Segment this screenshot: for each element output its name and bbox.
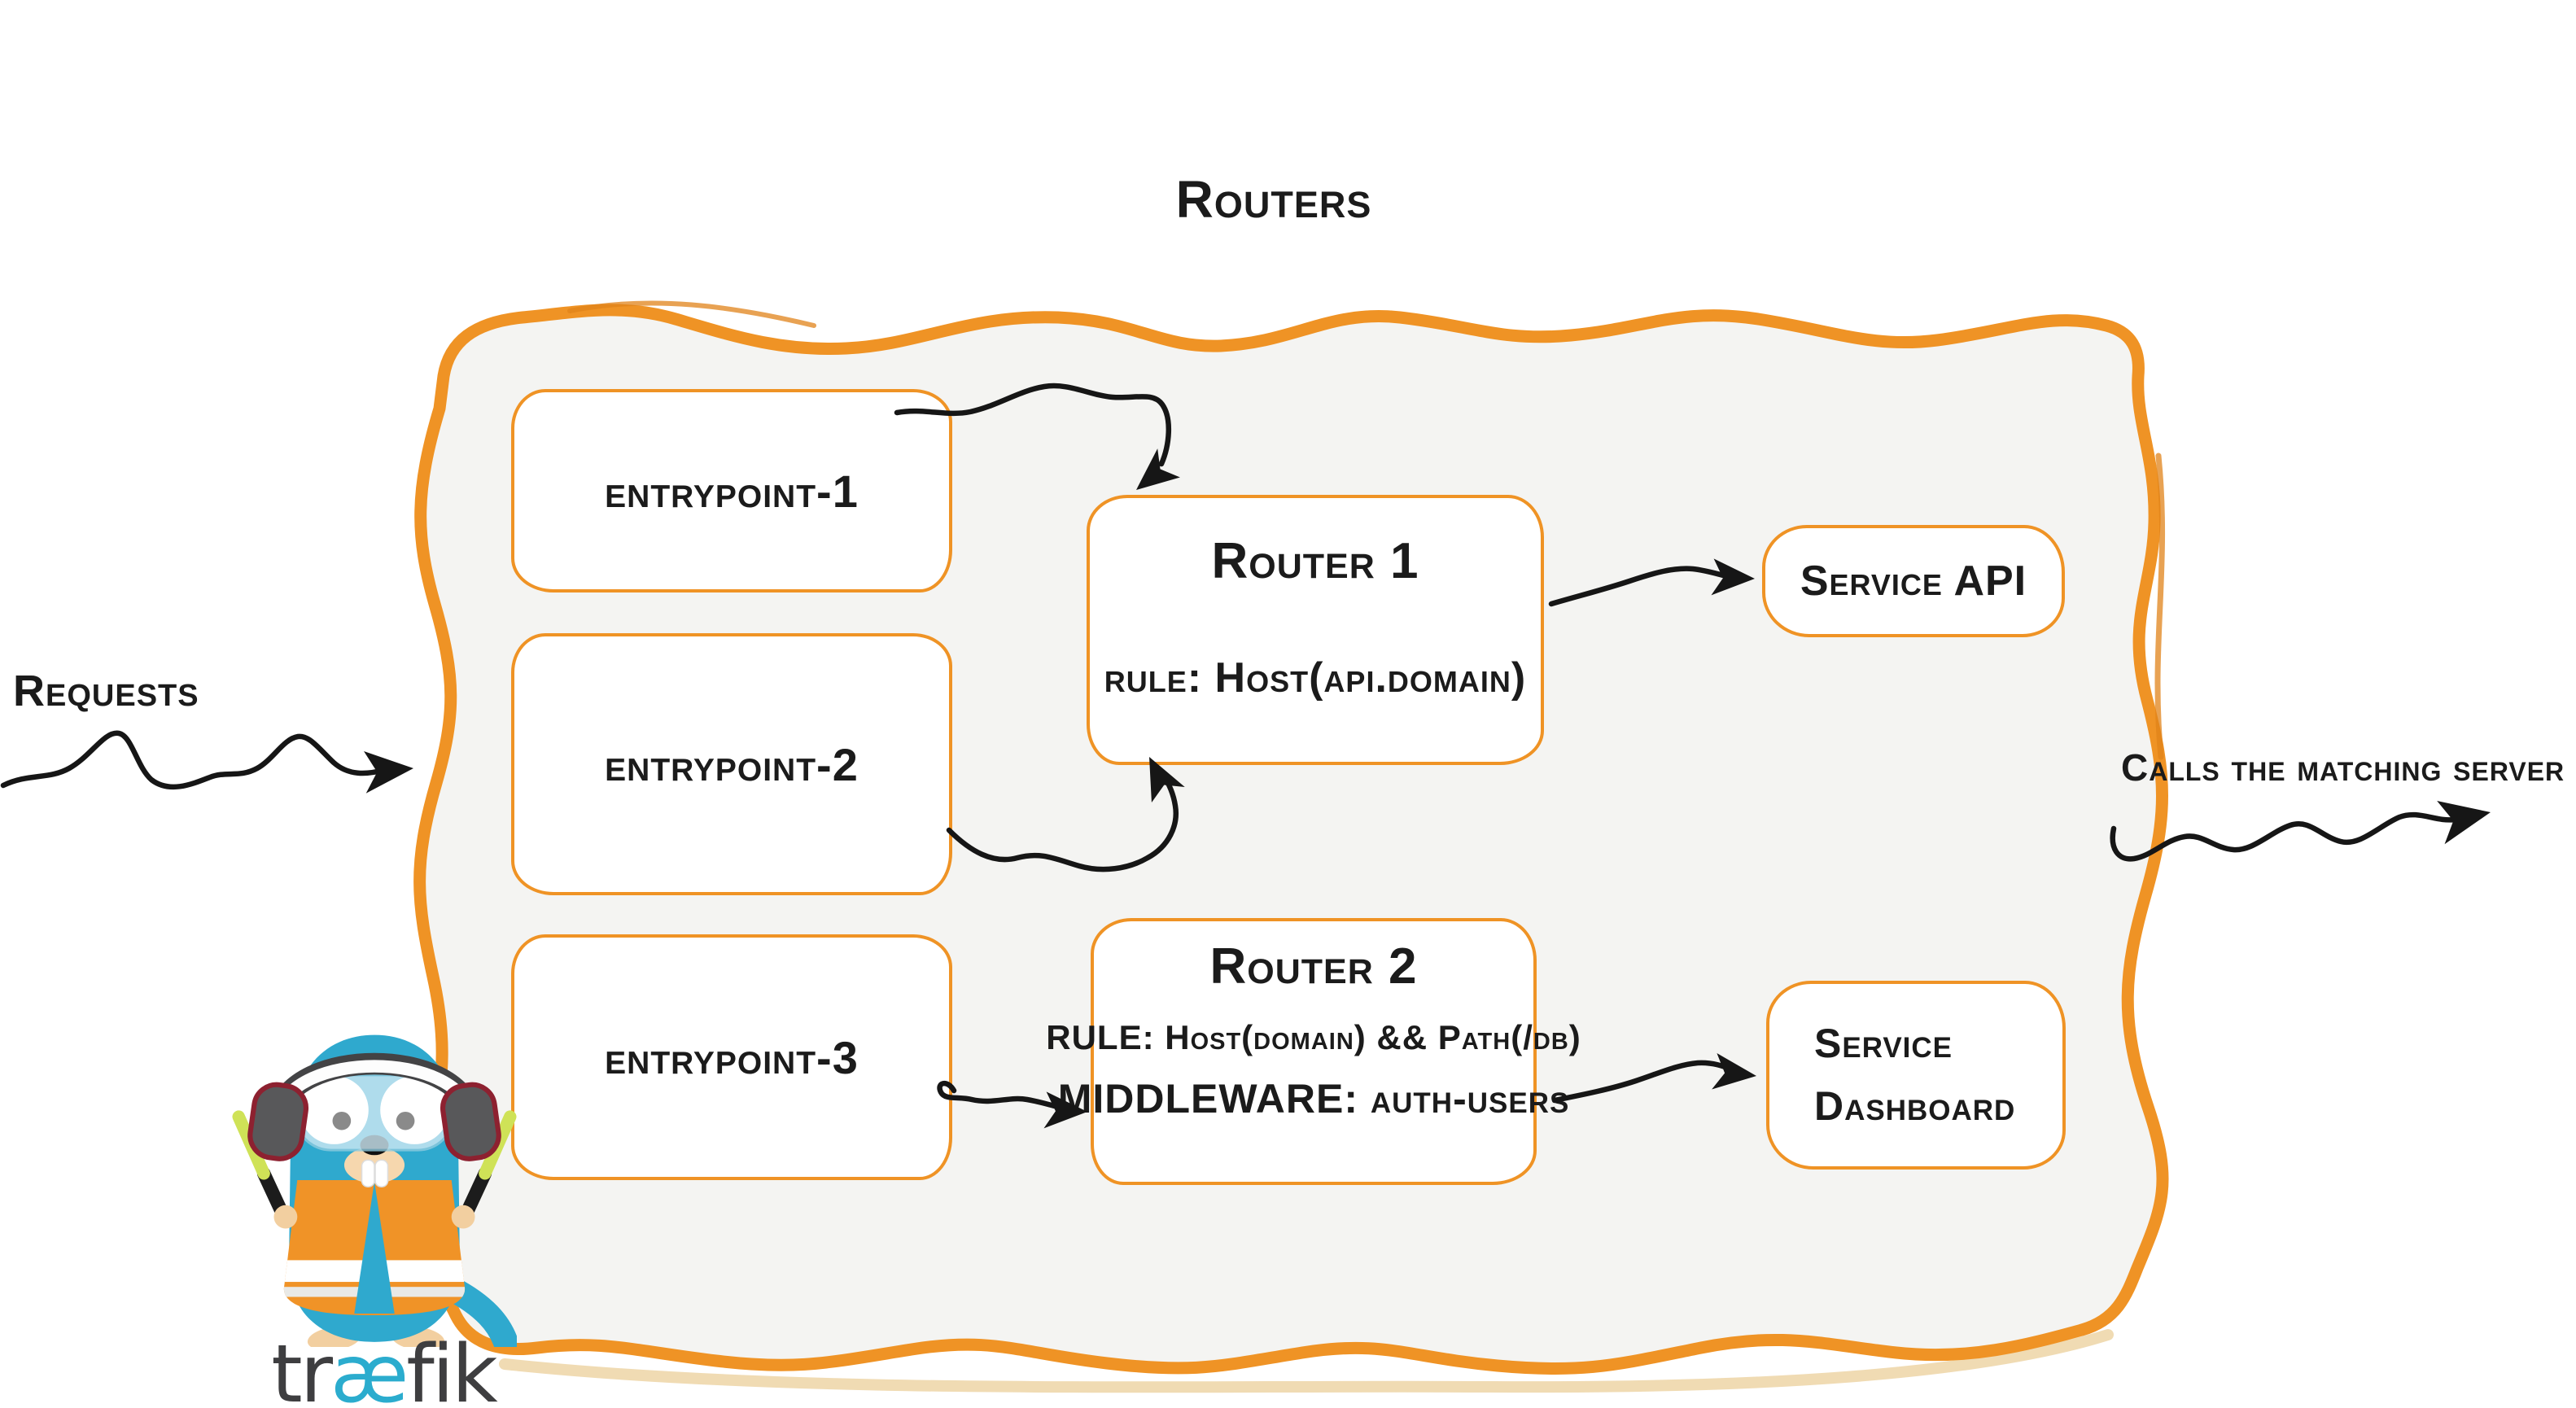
gopher-goggles xyxy=(294,1073,455,1152)
gopher-left-eye xyxy=(300,1075,369,1144)
gopher-left-hand xyxy=(273,1205,298,1229)
gopher-right-pupil xyxy=(396,1111,415,1130)
gopher-left-pupil xyxy=(332,1111,352,1130)
gopher-body xyxy=(289,1034,460,1342)
router-2-title: Router 2 xyxy=(1209,938,1418,995)
panel-accent-stroke-right xyxy=(2154,453,2166,760)
requests-label: Requests xyxy=(13,667,199,715)
calls-label: Calls the matching server xyxy=(2121,746,2565,789)
entrypoint-3-node: entrypoint-3 xyxy=(511,934,952,1180)
entrypoint-1-node: entrypoint-1 xyxy=(511,389,952,592)
router-2-rule: RULE: Host(domain) && Path(/db) xyxy=(1046,1018,1581,1056)
router-2-node: Router 2 RULE: Host(domain) && Path(/db)… xyxy=(1046,918,1581,1185)
router-1-rule: rule: Host(api.domain) xyxy=(1104,654,1527,702)
service-api-node: Service API xyxy=(1762,525,2065,637)
traefik-gopher-mascot xyxy=(232,1034,517,1347)
panel-accent-stroke-top xyxy=(567,300,816,328)
wordmark-pre: tr xyxy=(271,1328,333,1408)
page-title: Routers xyxy=(1175,170,1372,229)
calls-arrowhead xyxy=(2437,801,2491,845)
gopher-safety-vest xyxy=(283,1180,466,1316)
arrow-router1-to-service-api xyxy=(1548,566,1734,607)
gopher-tooth xyxy=(361,1159,375,1187)
marshalling-wands xyxy=(232,1110,517,1224)
arrow-entrypoint2-to-router1 xyxy=(946,772,1179,872)
vest-opening xyxy=(354,1182,395,1314)
gopher-nose xyxy=(360,1135,389,1156)
gopher-tooth xyxy=(374,1159,389,1187)
arrow-router2-to-service-dashboard xyxy=(1551,1060,1737,1104)
service-api-label: Service API xyxy=(1800,558,2027,605)
gopher-muzzle xyxy=(343,1147,405,1184)
router-1-title: Router 1 xyxy=(1211,533,1419,589)
router-1-node: Router 1 rule: Host(api.domain) xyxy=(1087,495,1544,765)
router1-service-api-arrowhead xyxy=(1711,558,1755,596)
entrypoint-3-label: entrypoint-3 xyxy=(605,1031,859,1083)
entrypoint-1-label: entrypoint-1 xyxy=(605,465,859,517)
vest-reflective-stripes xyxy=(283,1260,466,1297)
router-2-middleware: MIDDLEWARE: auth-users xyxy=(1057,1076,1570,1122)
service-dashboard-label-line2: Dashboard xyxy=(1814,1083,2016,1129)
requests-arrowhead xyxy=(364,751,413,794)
entrypoint-2-label: entrypoint-2 xyxy=(605,738,859,790)
requests-arrow xyxy=(0,730,387,790)
service-dashboard-node: Service Dashboard xyxy=(1766,981,2066,1170)
router2-service-dashboard-arrowhead xyxy=(1712,1052,1756,1090)
wordmark-post: fik xyxy=(406,1328,497,1408)
headphones-right-earcup xyxy=(440,1082,501,1161)
calls-arrow xyxy=(2110,811,2458,862)
headphones-left-earcup xyxy=(247,1082,309,1161)
gopher-right-eye xyxy=(380,1075,449,1144)
wordmark-ae: æ xyxy=(330,1328,409,1408)
gopher-right-hand xyxy=(451,1205,475,1229)
traefik-wordmark: træfik xyxy=(241,1328,526,1408)
arrow-entrypoint3-to-router2 xyxy=(937,1081,1066,1111)
headphones-band xyxy=(271,1060,478,1117)
headphones-band-outline xyxy=(266,1052,483,1119)
entrypoint-2-node: entrypoint-2 xyxy=(511,633,952,895)
panel-bottom-shadow-stroke xyxy=(499,1329,2114,1393)
service-dashboard-label-line1: Service xyxy=(1814,1020,1953,1066)
